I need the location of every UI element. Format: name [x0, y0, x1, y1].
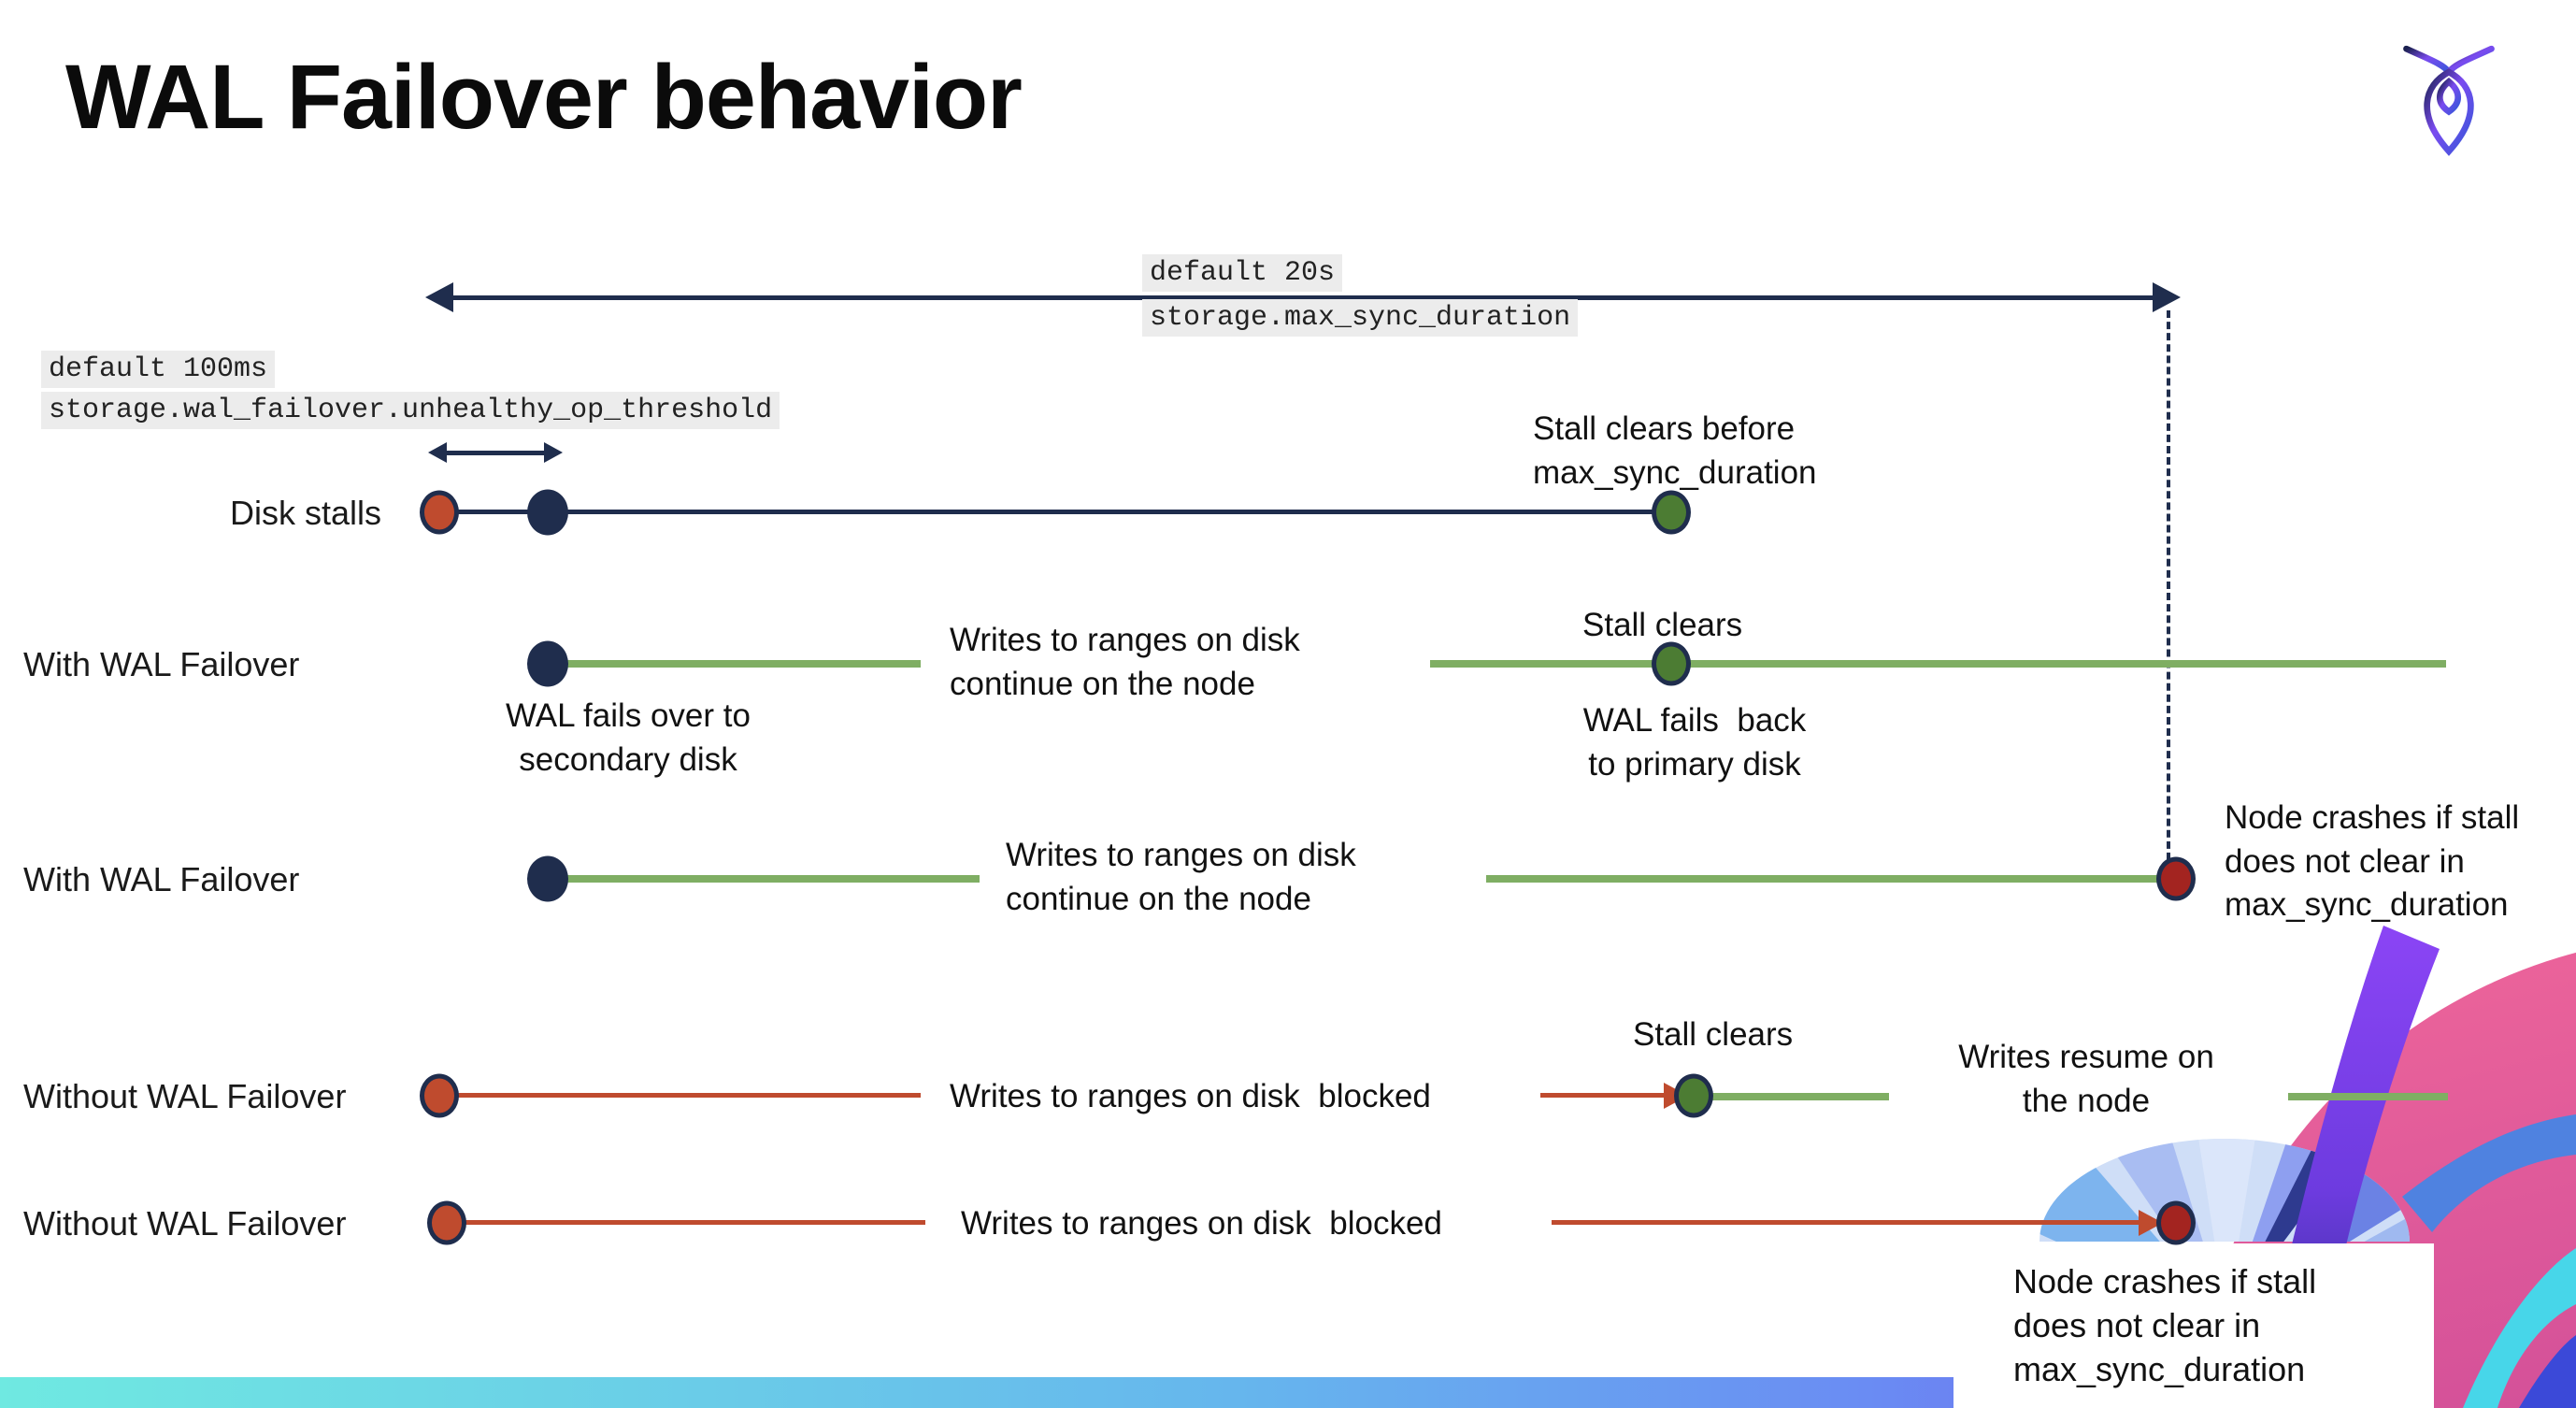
node-crash-dot: [2156, 856, 2196, 901]
crash-note-box: [1953, 1243, 2434, 1408]
writes-resume-line: [1707, 1093, 1889, 1100]
writes-continue-line: [1486, 875, 2161, 883]
writes-continue-note: Writes to ranges on disk continue on the…: [950, 622, 1300, 702]
max-sync-setting-label: storage.max_sync_duration: [1142, 299, 1579, 337]
stall-clears-dot: [1652, 490, 1691, 535]
row-label-with-wal-failover: With WAL Failover: [23, 645, 300, 683]
writes-continue-note: Writes to ranges on disk continue on the…: [1006, 837, 1356, 917]
node-crash-dot: [2156, 1200, 2196, 1245]
writes-blocked-line: [1540, 1093, 1666, 1098]
stall-start-dot: [420, 1073, 459, 1118]
arrowhead-left-icon: [425, 282, 453, 312]
max-sync-deadline-dashed-line: [2167, 310, 2170, 871]
writes-blocked-note: Writes to ranges on disk blocked: [950, 1078, 1431, 1114]
stall-clears-dot: [1674, 1073, 1713, 1118]
writes-continue-line: [561, 660, 921, 668]
stall-clears-note: Stall clears: [1582, 607, 1743, 643]
row-label-disk-stalls: Disk stalls: [230, 494, 382, 532]
crash-note-bottom: Node crashes if stall does not clear in …: [2013, 1262, 2317, 1388]
threshold-setting-label: storage.wal_failover.unhealthy_op_thresh…: [41, 392, 780, 429]
stall-clears-dot: [1652, 641, 1691, 686]
writes-blocked-line: [465, 1220, 925, 1225]
failover-dot: [527, 640, 568, 687]
failover-note: WAL fails over to secondary disk: [506, 697, 751, 778]
threshold-span-line: [443, 451, 546, 455]
threshold-default-label: default 100ms: [41, 351, 276, 388]
writes-blocked-line: [1552, 1220, 2140, 1225]
row-label-without-wal-failover: Without WAL Failover: [23, 1077, 347, 1115]
writes-resume-line: [2288, 1093, 2448, 1100]
max-sync-span-line: [437, 295, 2170, 300]
stall-start-dot: [427, 1200, 466, 1245]
arrowhead-right-icon: [2153, 282, 2181, 312]
stall-clears-note: Stall clears: [1633, 1016, 1794, 1053]
arrowhead-right-icon: [544, 442, 563, 463]
page-title: WAL Failover behavior: [65, 46, 1023, 148]
max-sync-default-label: default 20s: [1142, 254, 1343, 292]
writes-continue-line: [1430, 660, 2446, 668]
failover-trigger-dot: [527, 489, 568, 536]
writes-resume-note: Writes resume on the node: [1958, 1039, 2214, 1119]
row-label-without-wal-failover: Without WAL Failover: [23, 1204, 347, 1243]
stall-start-dot: [420, 490, 459, 535]
crash-note: Node crashes if stall does not clear in …: [2225, 799, 2520, 924]
cockroachdb-logo-icon: [2403, 45, 2495, 156]
arrowhead-left-icon: [428, 442, 447, 463]
failback-note: WAL fails back to primary disk: [1582, 702, 1807, 783]
stall-timeline-line: [439, 510, 1671, 514]
writes-continue-line: [561, 875, 980, 883]
failover-dot: [527, 855, 568, 902]
row-label-with-wal-failover: With WAL Failover: [23, 860, 300, 898]
stall-clears-before-note: Stall clears before max_sync_duration: [1533, 410, 1817, 491]
writes-blocked-line: [458, 1093, 921, 1098]
writes-blocked-note: Writes to ranges on disk blocked: [961, 1205, 1442, 1242]
